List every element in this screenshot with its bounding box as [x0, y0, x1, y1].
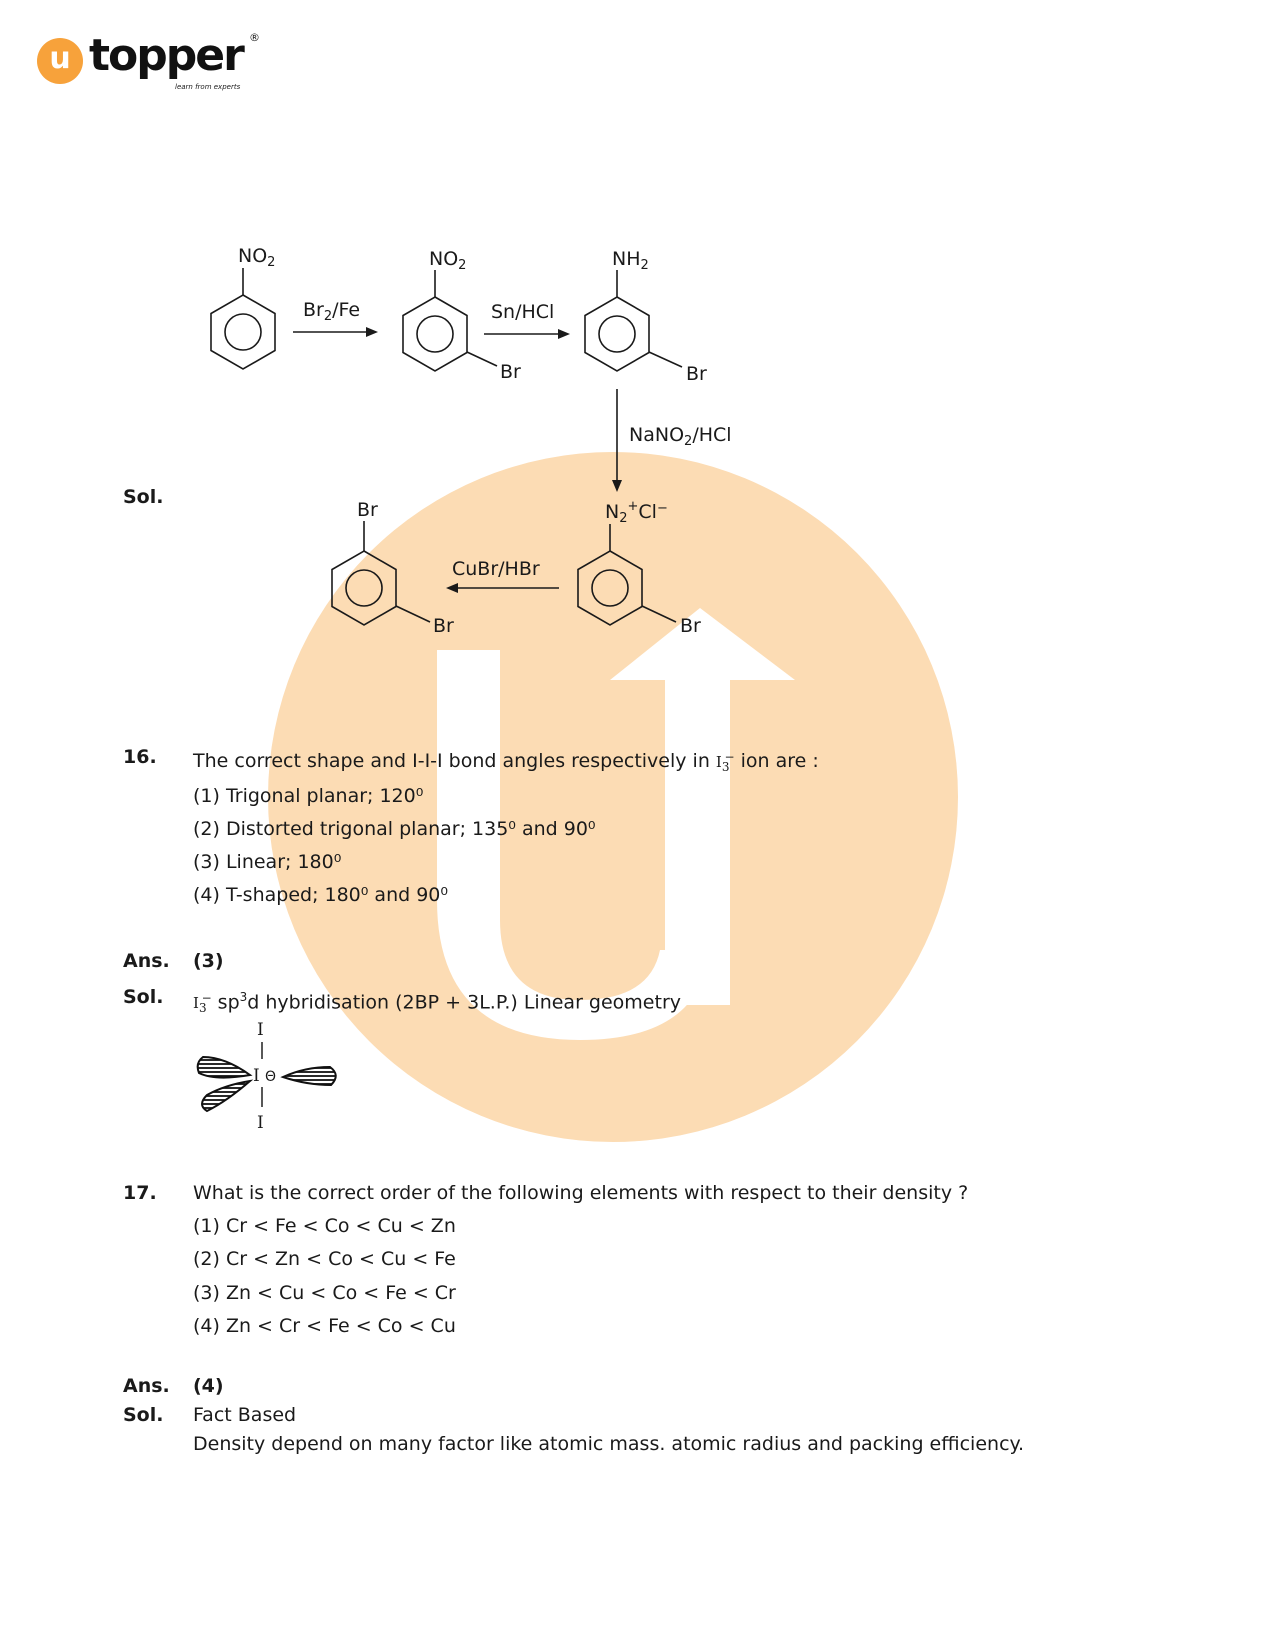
reagent-3: NaNO2/HCl [629, 424, 732, 449]
atom-label: I [257, 1020, 264, 1040]
question-number: 17. [123, 1182, 157, 1204]
question-text: What is the correct order of the followi… [193, 1182, 969, 1204]
c5-bromo-top: Br [357, 499, 378, 521]
aromatic-circle [345, 569, 383, 607]
c5-bromo: Br [433, 615, 454, 637]
charge-label: Θ [265, 1069, 276, 1085]
lone-pair-lobe [201, 1079, 254, 1113]
option: (4) Zn < Cr < Fe < Co < Cu [193, 1315, 456, 1337]
answer: (4) [193, 1375, 224, 1397]
bond-line [641, 605, 677, 623]
option: (3) Zn < Cu < Co < Fe < Cr [193, 1282, 456, 1304]
answer: (3) [193, 950, 224, 972]
arrowhead [446, 583, 458, 593]
c1-substituent: NO2 [238, 245, 275, 270]
atom-label: I [257, 1113, 264, 1133]
c4-substituent: N2+Cl− [605, 499, 668, 526]
logo-registered: ® [249, 31, 260, 44]
option: (2) Cr < Zn < Co < Cu < Fe [193, 1248, 456, 1270]
ion-formula: I3− [715, 750, 735, 774]
arrowhead [558, 329, 570, 339]
option: (1) Trigonal planar; 120⁰ [193, 785, 424, 807]
aromatic-circle [591, 569, 629, 607]
arrowhead [612, 480, 622, 492]
aromatic-circle [224, 313, 262, 351]
benzene-ring [331, 550, 397, 626]
benzene-ring [210, 294, 276, 370]
option: (2) Distorted trigonal planar; 135⁰ and … [193, 818, 596, 840]
lone-pair-lobe [280, 1065, 337, 1087]
lone-pair-lobe [196, 1055, 253, 1079]
reaction-scheme: NO2 Br2/Fe NO2 Br Sn/HCl NH2 Br NaNO2/HC… [210, 245, 732, 637]
c3-substituent: NH2 [612, 248, 649, 273]
reagent-1: Br2/Fe [303, 299, 360, 324]
option: (1) Cr < Fe < Co < Cu < Zn [193, 1215, 456, 1237]
c2-substituent: NO2 [429, 248, 466, 273]
ans-label: Ans. [123, 950, 170, 972]
sol-label: Sol. [123, 986, 164, 1008]
logo-badge: u [37, 38, 83, 84]
logo-brand: topper [89, 30, 245, 81]
bond-line [466, 351, 498, 367]
benzene-ring [402, 296, 468, 372]
reagent-2: Sn/HCl [491, 301, 554, 323]
sol-label: Sol. [123, 486, 164, 508]
ans-label: Ans. [123, 1375, 170, 1397]
question-text: The correct shape and I-I-I bond angles … [193, 750, 819, 774]
aromatic-circle [416, 315, 454, 353]
c3-bromo: Br [686, 363, 707, 385]
option: (4) T-shaped; 180⁰ and 90⁰ [193, 884, 449, 906]
arrowhead [366, 327, 378, 337]
reagent-4: CuBr/HBr [452, 558, 540, 580]
solution-text: Density depend on many factor like atomi… [193, 1433, 1025, 1455]
benzene-ring [577, 550, 643, 626]
c2-bromo: Br [500, 361, 521, 383]
topper-logo: u topper ® learn from experts [37, 30, 267, 96]
benzene-ring [584, 296, 650, 372]
i3-structure-diagram: I I Θ I [196, 1020, 337, 1133]
solution-text: I3− sp3d hybridisation (2BP + 3L.P.) Lin… [193, 990, 681, 1016]
c4-bromo: Br [680, 615, 701, 637]
aromatic-circle [598, 315, 636, 353]
question-number: 16. [123, 746, 157, 768]
option: (3) Linear; 180⁰ [193, 851, 342, 873]
bond-line [648, 351, 683, 368]
bond-line [395, 605, 431, 623]
sol-label: Sol. [123, 1404, 164, 1426]
solution-text: Fact Based [193, 1404, 297, 1426]
atom-label: I [253, 1066, 260, 1086]
logo-tagline: learn from experts [175, 83, 241, 91]
